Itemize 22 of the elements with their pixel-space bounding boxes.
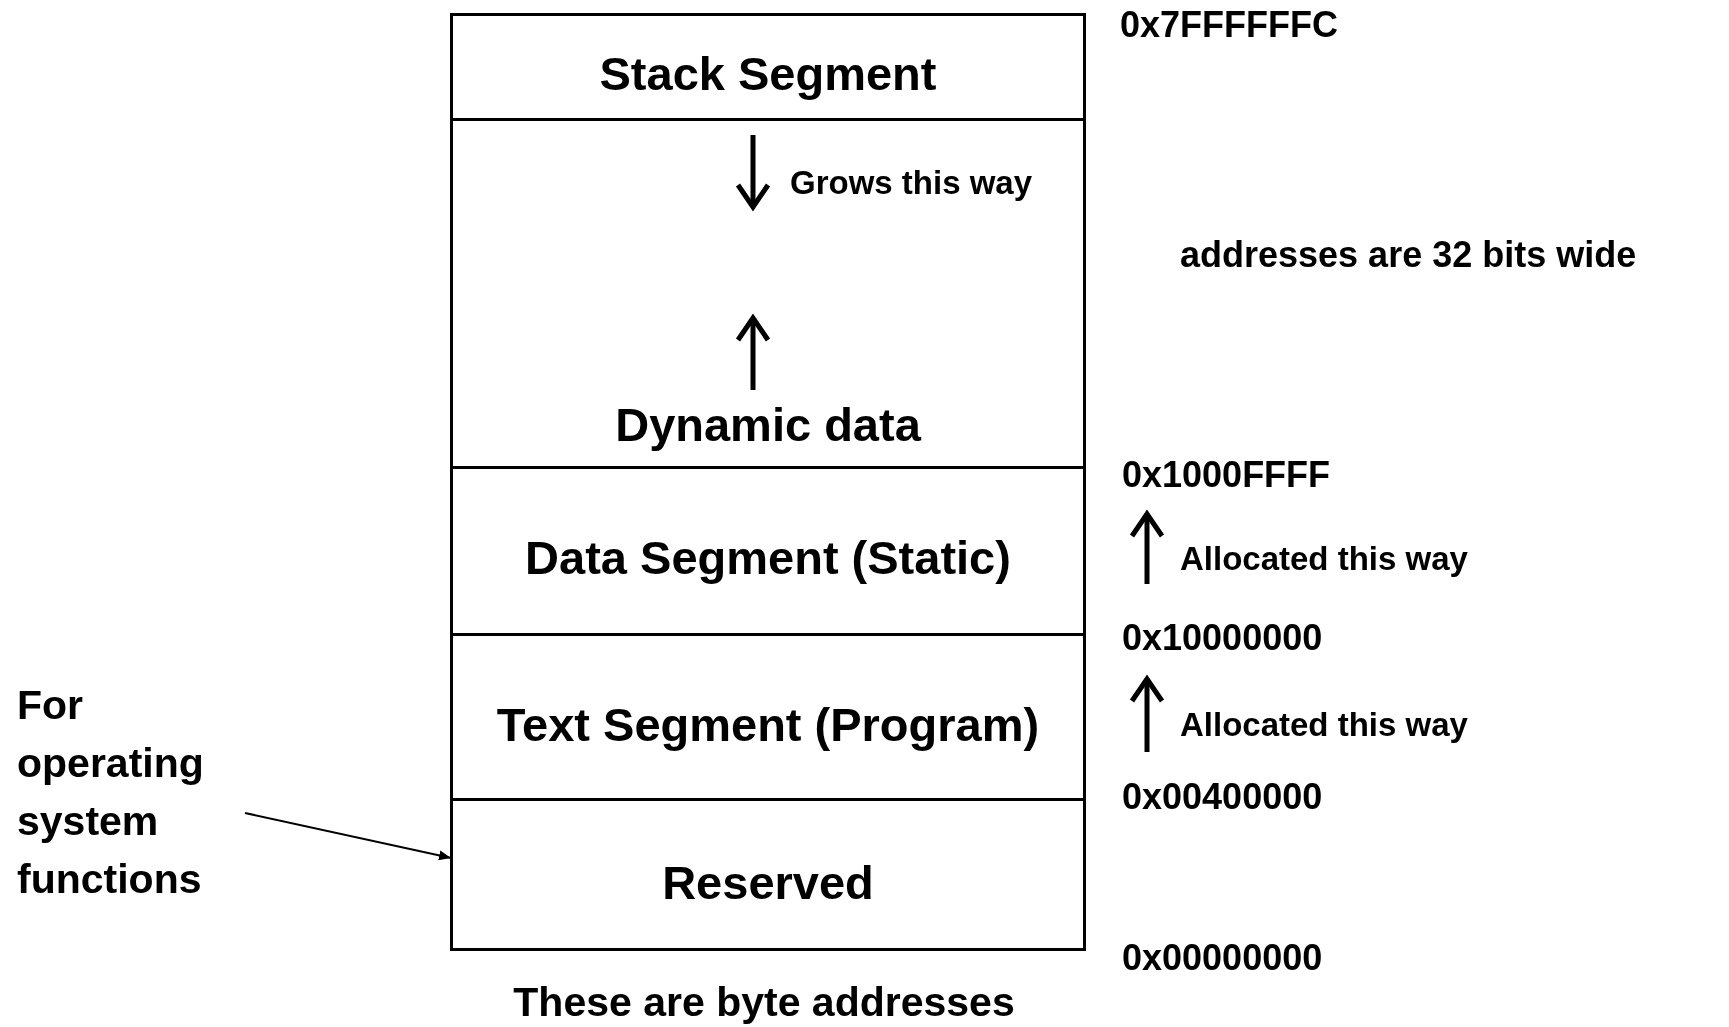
note-text: Grows this way	[790, 164, 1033, 202]
address-label: 0x00000000	[1122, 937, 1323, 979]
segment-label: Data Segment (Static)	[524, 530, 1012, 585]
note-text: Allocated this way	[1180, 540, 1468, 578]
address-label: 0x10000000	[1122, 617, 1323, 659]
address-label: 0x1000FFFF	[1122, 454, 1331, 496]
memory-segment	[450, 798, 1086, 951]
memory-segment	[450, 466, 1086, 636]
note-text: Allocated this way	[1180, 706, 1468, 744]
address-label: 0x00400000	[1122, 776, 1323, 818]
segment-label: Text Segment (Program)	[495, 697, 1041, 752]
segment-label: Stack Segment	[598, 46, 938, 101]
note-text: For operating system functions	[17, 676, 247, 908]
memory-segment	[450, 13, 1086, 121]
note-text: addresses are 32 bits wide	[1180, 234, 1637, 276]
arrow	[244, 812, 451, 861]
caption-text: These are byte addresses	[513, 979, 1015, 1026]
address-label: 0x7FFFFFFC	[1120, 4, 1338, 46]
segment-label: Reserved	[661, 855, 875, 910]
memory-segment	[450, 118, 1086, 469]
memory-segment	[450, 633, 1086, 801]
segment-label: Dynamic data	[614, 397, 923, 452]
